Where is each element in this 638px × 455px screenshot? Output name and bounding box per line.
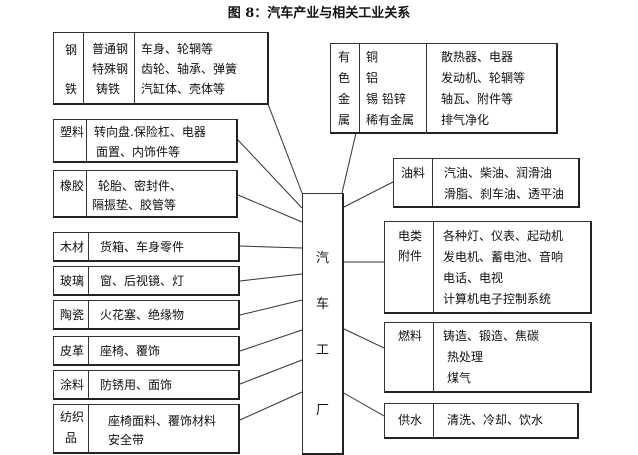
material-label: 铸铁 bbox=[96, 82, 121, 96]
item-text: 火花塞、绝缘物 bbox=[100, 308, 185, 322]
part-text: 发动机、轮辋等 bbox=[441, 71, 526, 85]
category-label: 塑料 bbox=[60, 125, 85, 139]
item-text: 煤气 bbox=[447, 371, 472, 385]
connector-wood bbox=[239, 245, 303, 249]
part-text: 齿轮、轴承、弹簧 bbox=[141, 62, 238, 76]
item-text: 座椅、覆饰 bbox=[100, 344, 161, 358]
material-label: 锡 铅锌 bbox=[366, 92, 406, 106]
diagram-title: 图 8：汽车产业与相关工业关系 bbox=[227, 6, 411, 21]
category-label: 色 bbox=[338, 71, 351, 85]
category-label: 属 bbox=[338, 113, 351, 127]
item-text: 各种灯、仪表、起动机 bbox=[443, 229, 564, 243]
item-text: 座椅面料、覆饰材料 bbox=[108, 414, 217, 428]
category-label: 橡胶 bbox=[60, 179, 85, 193]
connector-rubber bbox=[237, 194, 303, 223]
connector-steel bbox=[267, 103, 303, 194]
item-text: 货箱、车身零件 bbox=[100, 240, 185, 254]
textile-box: 纺织 品 座椅面料、覆饰材料 安全带 bbox=[53, 404, 240, 454]
category-label: 纺织 bbox=[60, 410, 85, 424]
item-text: 防锈用、面饰 bbox=[100, 378, 173, 392]
category-label: 涂料 bbox=[60, 378, 85, 392]
category-label: 燃料 bbox=[398, 329, 423, 343]
part-text: 汽缸体、壳体等 bbox=[141, 82, 226, 96]
connector-coating bbox=[239, 359, 303, 385]
material-label: 铝 bbox=[366, 71, 379, 85]
center-char: 厂 bbox=[316, 403, 330, 418]
part-text: 轴瓦、附件等 bbox=[441, 92, 514, 106]
connector-textile bbox=[239, 391, 303, 421]
center-char: 汽 bbox=[316, 251, 330, 266]
connector-ceramic bbox=[239, 299, 303, 316]
material-label: 普通钢 bbox=[92, 42, 129, 56]
item-text: 汽油、柴油、润滑油 bbox=[444, 166, 553, 180]
rubber-box: 橡胶 轮胎、密封件、 隔振垫、胶管等 bbox=[53, 170, 238, 218]
category-label: 玻璃 bbox=[60, 274, 85, 288]
item-text: 隔振垫、胶管等 bbox=[92, 198, 177, 212]
connector-glass bbox=[239, 273, 303, 282]
leather-box: 皮革 座椅、覆饰 bbox=[53, 336, 240, 366]
connector-fuel bbox=[341, 327, 385, 349]
center-auto-factory-box: 汽 车 工 厂 bbox=[302, 193, 344, 455]
wood-box: 木材 货箱、车身零件 bbox=[53, 232, 240, 262]
steel-box: 钢 铁 普通钢 特殊钢 铸铁 车身、轮辋等 齿轮、轴承、弹簧 汽缸体、壳体等 bbox=[53, 32, 269, 105]
category-label: 供水 bbox=[398, 413, 423, 427]
part-text: 车身、轮辋等 bbox=[141, 42, 214, 56]
category-label: 电类 bbox=[398, 229, 423, 243]
part-text: 排气净化 bbox=[441, 113, 490, 127]
connector-leather bbox=[239, 329, 303, 352]
part-text: 散热器、电器 bbox=[441, 50, 514, 64]
center-char: 车 bbox=[316, 297, 330, 312]
center-char: 工 bbox=[316, 343, 330, 358]
item-text: 热处理 bbox=[447, 350, 484, 364]
item-text: 滑脂、刹车油、透平油 bbox=[444, 187, 565, 201]
category-label: 木材 bbox=[60, 240, 85, 254]
category-label: 铁 bbox=[65, 82, 78, 96]
item-text: 窗、后视镜、灯 bbox=[100, 274, 185, 288]
category-label: 陶瓷 bbox=[60, 308, 85, 322]
connector-nonferrous bbox=[341, 132, 357, 194]
item-text: 清洗、冷却、饮水 bbox=[447, 413, 544, 427]
item-text: 计算机电子控制系统 bbox=[443, 292, 552, 306]
item-text: 安全带 bbox=[108, 433, 145, 447]
connector-water bbox=[341, 391, 385, 417]
connector-oil bbox=[341, 181, 394, 209]
fuel-box: 燃料 铸造、锻造、焦碳 热处理 煤气 bbox=[384, 322, 592, 393]
item-text: 面置、内饰件等 bbox=[96, 145, 181, 159]
water-supply-box: 供水 清洗、冷却、饮水 bbox=[384, 403, 579, 439]
coating-box: 涂料 防锈用、面饰 bbox=[53, 370, 240, 400]
category-label: 有 bbox=[338, 50, 351, 64]
category-label: 皮革 bbox=[60, 344, 85, 358]
material-label: 铜 bbox=[366, 50, 379, 64]
material-label: 稀有金属 bbox=[366, 113, 415, 127]
item-text: 轮胎、密封件、 bbox=[98, 179, 183, 193]
nonferrous-metal-box: 有 色 金 属 铜 铝 锡 铅锌 稀有金属 散热器、电器 发动机、轮辋等 轴瓦、… bbox=[330, 43, 558, 134]
electrical-accessories-box: 电类 附件 各种灯、仪表、起动机 发电机、蓄电池、音响 电话、电视 计算机电子控… bbox=[384, 221, 592, 314]
category-label: 金 bbox=[338, 92, 351, 106]
material-label: 特殊钢 bbox=[92, 62, 129, 76]
item-text: 电话、电视 bbox=[443, 271, 504, 285]
ceramic-box: 陶瓷 火花塞、绝缘物 bbox=[53, 300, 240, 330]
category-label: 附件 bbox=[398, 249, 423, 263]
connector-plastic bbox=[237, 139, 303, 209]
plastic-box: 塑料 转向盘.保险杠、电器 面置、内饰件等 bbox=[53, 119, 238, 163]
oil-box: 油料 汽油、柴油、润滑油 滑脂、刹车油、透平油 bbox=[393, 158, 580, 208]
item-text: 铸造、锻造、焦碳 bbox=[443, 329, 540, 343]
category-label: 钢 bbox=[65, 43, 78, 57]
item-text: 转向盘.保险杠、电器 bbox=[94, 125, 206, 139]
category-label: 油料 bbox=[401, 166, 426, 180]
glass-box: 玻璃 窗、后视镜、灯 bbox=[53, 266, 240, 296]
category-label: 品 bbox=[65, 431, 78, 445]
item-text: 发电机、蓄电池、音响 bbox=[443, 250, 564, 264]
